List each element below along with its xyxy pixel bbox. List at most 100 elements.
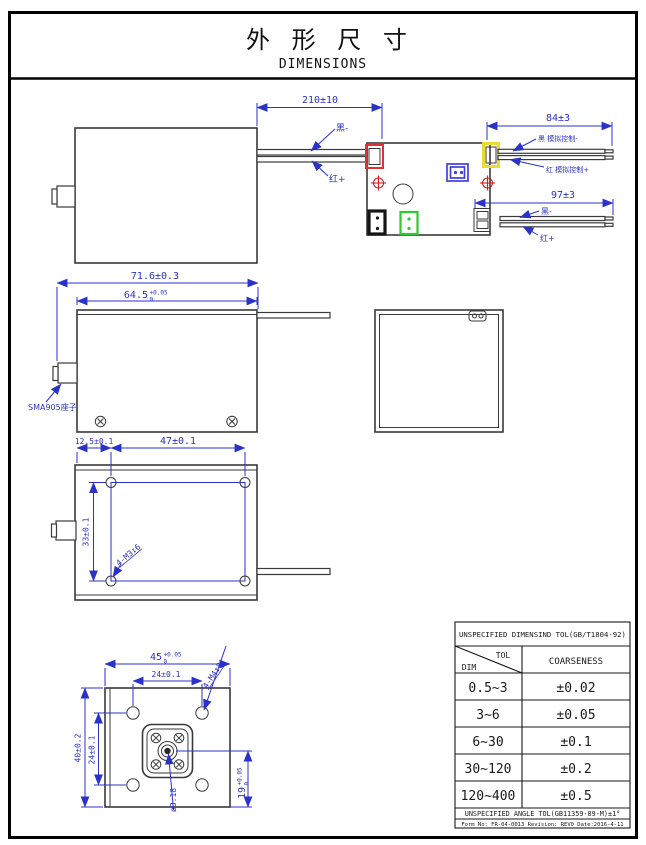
row-range: 6~30 — [472, 735, 503, 750]
dim-width-tol-upper: +0.05 — [164, 652, 182, 659]
wire-black-label: 黑- — [336, 123, 348, 134]
dim-hole-span-v: 33±0.1 — [82, 517, 91, 546]
dim-body-tol-lower: 0 — [150, 297, 154, 304]
row-tol: ±0.5 — [560, 789, 591, 804]
dim-connector-tol-upper: +0.05 — [237, 767, 244, 785]
table-row: 120~400 ±0.5 — [461, 789, 592, 804]
leader-line — [512, 138, 537, 152]
cable-stub — [256, 311, 331, 319]
screw-icon — [150, 759, 162, 770]
view-cable-side: 210±10 黑- 红+ — [51, 95, 383, 264]
screw-icon — [226, 415, 238, 428]
leader-line — [165, 753, 174, 811]
dim-connector: 19 — [237, 787, 248, 799]
row-tol: ±0.2 — [560, 762, 591, 777]
center-hole-dia: ø3.18 — [169, 788, 178, 812]
holes-note: 4-M3↧6 — [114, 542, 142, 568]
row-range: 30~120 — [465, 762, 512, 777]
dim-cable-length: 210±10 — [302, 95, 338, 106]
output-connector — [473, 208, 491, 232]
green-header — [399, 210, 419, 236]
dim-height: 40±0.2 — [74, 733, 83, 762]
sma-connector — [55, 520, 77, 541]
diagonal-divider — [454, 645, 523, 674]
module-body-outline — [74, 464, 258, 601]
leader-line — [112, 563, 123, 578]
dim-holes-v: 24±0.1 — [88, 735, 97, 764]
view-front: 45 +0.05 0 24±0.1 40±0.2 24±0.1 19 +0.05… — [74, 645, 253, 812]
dim-width-tol-lower: 0 — [164, 659, 168, 666]
power-black-label: 黑- — [541, 207, 552, 216]
col-coarseness: COARSENESS — [549, 657, 603, 667]
input-connector — [368, 148, 381, 165]
sheet-frame: 外 形 尺 寸 DIMENSIONS — [8, 11, 638, 839]
blue-header — [446, 163, 469, 182]
dim-hole-offset: 12.5±0.1 — [75, 437, 114, 446]
module-body-outline — [74, 127, 258, 264]
fiber-port-bore — [164, 747, 171, 755]
dim-analog-wire: 84±3 — [546, 113, 570, 124]
row-range: 120~400 — [461, 789, 516, 804]
mount-hole — [239, 575, 251, 587]
pcb-outline — [366, 142, 491, 236]
hole-pattern-rect — [110, 482, 246, 582]
analog-wire: 84±3 黑 模拟控制- 红 模拟控制+ — [486, 113, 614, 174]
pcb-hole — [392, 183, 414, 205]
mount-hole — [195, 778, 209, 792]
sma-connector-cap — [50, 523, 58, 538]
leader-line — [509, 157, 545, 168]
mount-hole — [126, 706, 140, 720]
dim-holes-h: 24±0.1 — [152, 670, 181, 679]
analog-black-label: 黑 模拟控制- — [538, 134, 578, 143]
sma-connector-cap — [52, 365, 59, 382]
front-outline — [104, 687, 231, 808]
outer-border — [8, 11, 638, 839]
sma-connector-cap — [51, 188, 58, 205]
module-body-outline — [76, 309, 258, 433]
dim-total-width: 71.6±0.3 — [131, 271, 179, 282]
leader-line — [203, 645, 227, 711]
table-row: 0.5~3 ±0.02 — [468, 681, 595, 696]
input-connector-highlight — [365, 144, 384, 169]
row-range: 3~6 — [476, 708, 499, 723]
wire-red-label: 红+ — [329, 173, 346, 185]
leader-line — [522, 226, 539, 236]
leader-line — [311, 160, 329, 177]
analog-connector — [485, 146, 497, 164]
dim-width: 45 — [150, 652, 162, 663]
rear-connector — [468, 310, 487, 322]
dim-power-wire: 97±3 — [551, 190, 575, 201]
angle-note: UNSPECIFIED ANGLE TOL(GB11359-89-M)±1° — [465, 810, 621, 818]
mount-hole-icon — [480, 175, 495, 191]
dim-hole-span-h: 47±0.1 — [160, 436, 196, 447]
sma-connector — [57, 362, 78, 384]
driver-pcb — [365, 142, 500, 236]
row-range: 0.5~3 — [468, 681, 507, 696]
row-tol: ±0.05 — [556, 708, 595, 723]
sma-label: SMA905座子 — [28, 402, 77, 412]
screw-icon — [150, 732, 162, 744]
black-header — [367, 209, 387, 236]
dim-body-tol-upper: +0.05 — [150, 290, 168, 297]
page-title: 外 形 尺 寸 — [246, 26, 414, 54]
screw-icon — [173, 732, 185, 744]
screw-icon — [94, 415, 107, 428]
tolerance-table: UNSPECIFIED DIMENSIND TOL(GB/T1804-92) T… — [454, 621, 631, 829]
view-rear — [374, 309, 504, 433]
power-red-label: 红+ — [540, 233, 555, 243]
analog-connector-highlight — [482, 142, 500, 168]
dim-connector-group: 19 +0.05 0 — [237, 767, 251, 799]
analog-red-label: 红 模拟控制+ — [546, 165, 589, 174]
sma-connector — [56, 185, 76, 208]
table-row: 30~120 ±0.2 — [465, 762, 592, 777]
leader-line — [519, 209, 540, 219]
mount-hole — [126, 778, 140, 792]
holes-note: 4-M4↧8 — [201, 661, 225, 690]
rear-outline — [374, 309, 504, 433]
rear-inner-edge — [379, 314, 499, 428]
table-row: 6~30 ±0.1 — [472, 735, 591, 750]
table-title: UNSPECIFIED DIMENSIND TOL(GB/T1804-92) — [459, 630, 626, 639]
page-subtitle: DIMENSIONS — [279, 57, 367, 72]
